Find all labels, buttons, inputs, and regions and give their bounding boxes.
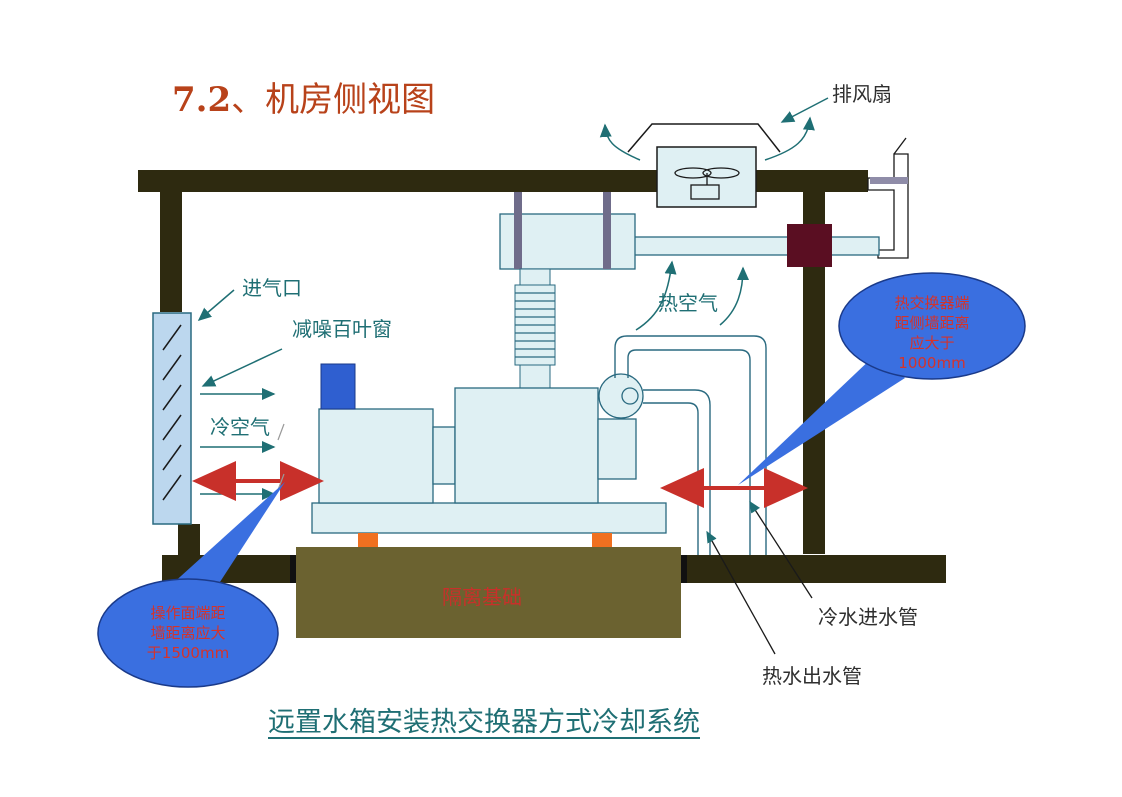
hot-water-outlet-pipe	[643, 389, 711, 555]
fan-leader	[780, 97, 829, 123]
bellows-bottom-flange	[519, 364, 551, 389]
cold-water-inlet-pipe	[614, 335, 767, 555]
hot-air-arrow-2	[719, 266, 749, 326]
water-pump-inner	[621, 387, 639, 405]
louver-leader	[201, 348, 283, 387]
fan-hood	[627, 123, 781, 153]
vibration-pad-left	[358, 533, 378, 547]
fan-airflow-right	[764, 116, 815, 161]
exhaust-fan-label: 排风扇	[832, 82, 892, 106]
right-callout-bubble	[838, 272, 1026, 380]
louver-slats	[162, 324, 182, 501]
left-wall-lower	[178, 524, 200, 556]
coupling	[432, 426, 456, 485]
exhaust-pipe-horizontal	[633, 236, 880, 256]
exhaust-damper	[787, 224, 832, 267]
left-bubble-text: 操作面端距 墙距离应大 于1500mm	[118, 603, 258, 663]
right-wall	[803, 192, 825, 554]
left-wall-upper	[160, 192, 182, 312]
floor-gap-right	[681, 555, 687, 583]
cold-water-inlet-label: 冷水进水管	[818, 605, 918, 629]
right-bubble-text: 热交换器端 距侧墙距离 应大于 1000mm	[862, 293, 1002, 373]
title-text: 、机房侧视图	[231, 80, 436, 120]
inlet-leader	[197, 289, 235, 321]
roof-beam	[138, 170, 868, 192]
vibration-pad-right	[592, 533, 612, 547]
right-bubble-tail	[738, 355, 905, 485]
fan-icon	[674, 167, 740, 200]
silencer	[499, 213, 636, 270]
base-frame	[311, 502, 667, 534]
louver-window	[152, 312, 192, 525]
hot-water-outlet-label: 热水出水管	[762, 664, 862, 688]
duct-collar	[870, 177, 908, 184]
break-marks	[277, 423, 285, 491]
right-bubble-line: 距侧墙距离	[894, 314, 970, 332]
page-title: 7.2、机房侧视图	[172, 72, 435, 121]
air-inlet-label: 进气口	[242, 276, 302, 300]
control-panel	[320, 363, 356, 410]
right-bubble-line: 热交换器端	[894, 294, 970, 312]
left-callout-bubble	[97, 578, 279, 688]
fan-airflow-left	[599, 123, 641, 161]
engine-front	[597, 418, 637, 480]
cold-air-label: 冷空气	[210, 415, 270, 439]
left-bubble-line: 于1500mm	[146, 644, 230, 662]
title-number: 7.2	[172, 80, 232, 120]
duct-tip	[893, 137, 907, 155]
left-bubble-line: 操作面端距	[150, 604, 226, 622]
left-bubble-line: 墙距离应大	[150, 624, 226, 642]
pipe-leader-cold	[749, 500, 813, 599]
left-bubble-tail	[160, 482, 285, 605]
water-pump	[598, 373, 644, 419]
alternator	[318, 408, 434, 504]
right-bubble-line: 应大于	[909, 334, 955, 352]
bellows-top-flange	[519, 268, 551, 286]
floor-right	[684, 555, 946, 583]
hot-air-label: 热空气	[658, 291, 718, 315]
floor-gap-left	[290, 555, 296, 583]
diagram-caption: 远置水箱安装热交换器方式冷却系统	[268, 707, 700, 738]
hot-air-arrow-1	[635, 260, 677, 331]
silencer-band-right	[603, 192, 611, 269]
foundation-label: 隔离基础	[442, 585, 522, 609]
bellows	[514, 284, 556, 366]
silencer-band-left	[514, 192, 522, 269]
louver-label: 减噪百叶窗	[292, 317, 392, 341]
isolation-foundation	[296, 547, 681, 638]
engine	[454, 387, 599, 504]
right-bubble-line: 1000mm	[898, 354, 966, 372]
pipe-leader-hot	[706, 530, 776, 655]
